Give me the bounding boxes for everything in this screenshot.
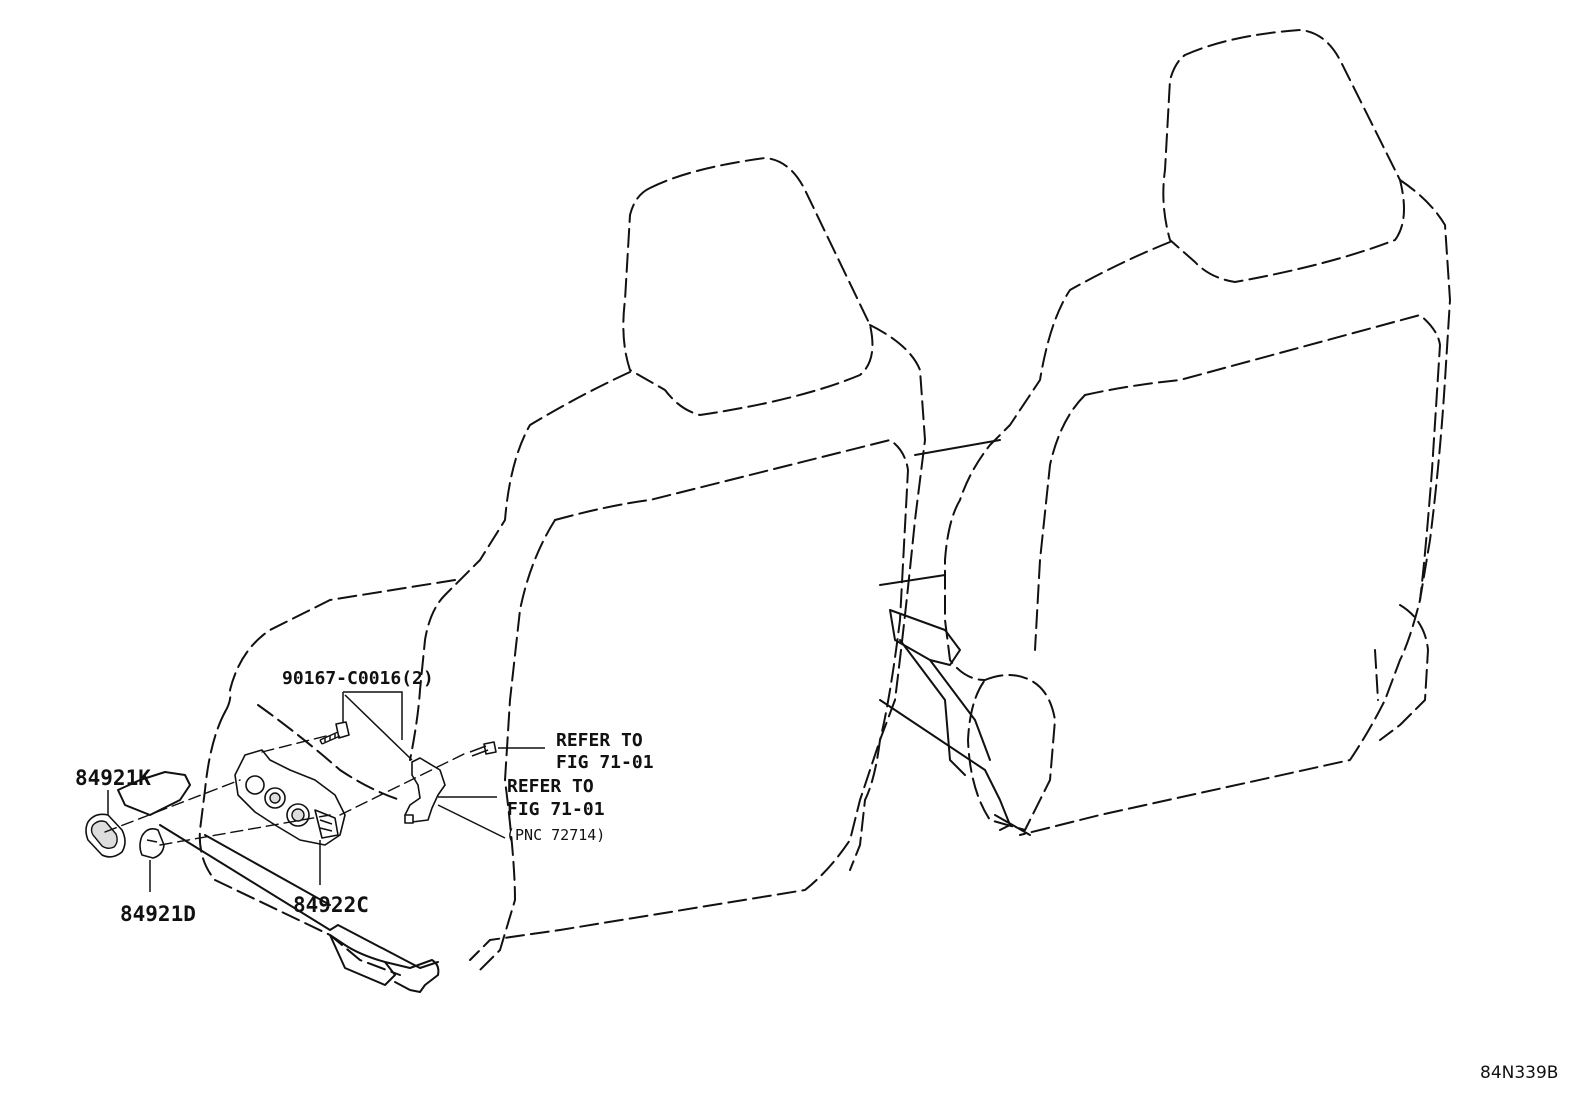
left-seat-rail <box>117 771 440 993</box>
knob-84921d[interactable] <box>139 828 165 859</box>
label-refer2-line3: (PNC 72714) <box>506 826 605 844</box>
label-refer2-line1: REFER TO <box>507 776 594 797</box>
bracket-pnc-72714[interactable] <box>404 757 446 824</box>
knob-84921k[interactable] <box>85 813 126 858</box>
label-switch: 84922C <box>293 893 369 917</box>
label-refer1-line2: FIG 71-01 <box>556 752 654 773</box>
label-refer1-line1: REFER TO <box>556 730 643 751</box>
label-knob-upper: 84921K <box>75 766 151 790</box>
floor-line-top <box>914 439 1001 456</box>
screw-refer-fig71[interactable] <box>469 741 497 757</box>
floor-line-mid <box>879 574 946 586</box>
bolt-90167-c0016[interactable] <box>319 721 350 745</box>
assembly-lines <box>104 734 469 846</box>
seat-switch-84922c[interactable] <box>234 749 346 846</box>
diagram-id: 84N339B <box>1480 1063 1558 1083</box>
left-seat-outline <box>198 157 926 976</box>
leader-lines <box>107 691 545 892</box>
right-seat-outline <box>944 29 1451 836</box>
label-refer2-line2: FIG 71-01 <box>507 799 605 820</box>
label-knob-lower: 84921D <box>120 902 196 926</box>
right-seat-rail <box>879 609 1031 836</box>
label-bolt: 90167-C0016(2) <box>282 668 434 689</box>
